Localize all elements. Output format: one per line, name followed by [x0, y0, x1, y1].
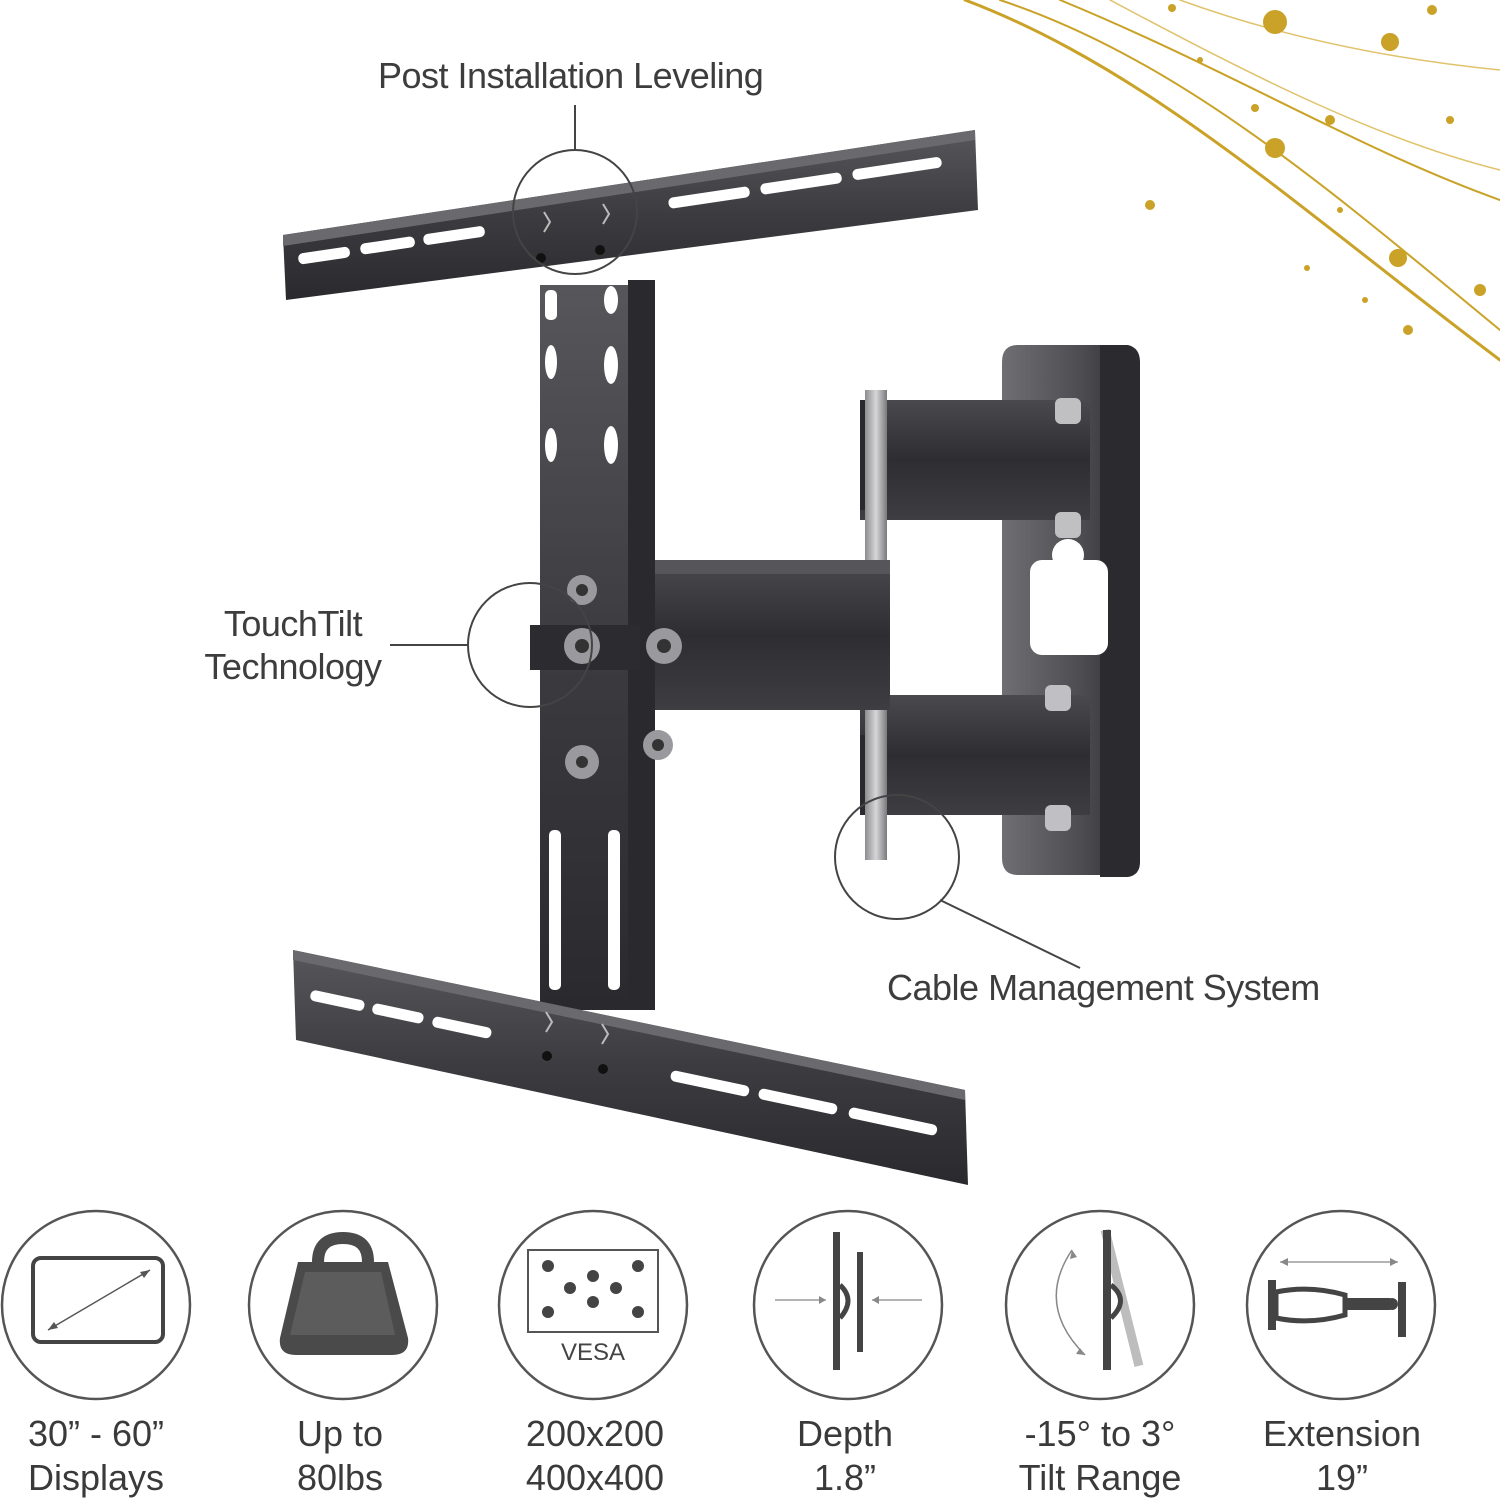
- spec-vesa-line2: 400x400: [525, 1457, 665, 1498]
- top-rail: [283, 130, 978, 300]
- spec-display-size-line2: Displays: [27, 1457, 165, 1498]
- callout-leveling-text: Post Installation Leveling: [378, 55, 764, 96]
- gold-swirl-decoration: [963, 0, 1500, 362]
- spec-depth: Depth 1.8”: [730, 1412, 960, 1500]
- callout-cable: Cable Management System: [887, 966, 1320, 1009]
- spec-tilt-range-line1: -15° to 3°: [1024, 1413, 1176, 1454]
- spec-extension-line2: 19”: [1315, 1457, 1369, 1498]
- callout-leveling: Post Installation Leveling: [378, 54, 764, 97]
- main-arm: [655, 560, 890, 710]
- callout-touchtilt: TouchTilt Technology: [198, 602, 388, 688]
- spec-icons: [0, 1209, 1437, 1401]
- gold-dots-decoration: [1145, 4, 1486, 335]
- spec-display-size-line1: 30” - 60”: [27, 1413, 165, 1454]
- callout-leveling-marker: [512, 105, 638, 275]
- extension-icon: [1268, 1258, 1406, 1337]
- vertical-uprights: [530, 280, 682, 1010]
- spec-weight: Up to 80lbs: [225, 1412, 455, 1500]
- callout-touchtilt-line2: Technology: [204, 646, 382, 688]
- spec-tilt-range-line2: Tilt Range: [1018, 1457, 1182, 1498]
- spec-extension: Extension 19”: [1227, 1412, 1457, 1500]
- spec-vesa-line1: 200x200: [525, 1413, 665, 1454]
- upper-arm: [860, 398, 1090, 538]
- vesa-icon: VESA: [527, 1249, 659, 1366]
- bottom-rail: [293, 950, 968, 1185]
- spec-display-size: 30” - 60” Displays: [0, 1412, 211, 1500]
- callout-cable-marker: [834, 794, 1081, 969]
- callout-touchtilt-marker: [390, 582, 593, 708]
- depth-icon: [775, 1232, 922, 1370]
- weight-icon: [279, 1231, 409, 1355]
- spec-weight-line2: 80lbs: [296, 1457, 384, 1498]
- spec-extension-line1: Extension: [1262, 1413, 1422, 1454]
- tilt-range-icon: [1055, 1228, 1144, 1370]
- spec-vesa: 200x200 400x400: [480, 1412, 710, 1500]
- spec-weight-line1: Up to: [296, 1413, 384, 1454]
- display-size-icon: [31, 1256, 165, 1344]
- spec-depth-line1: Depth: [796, 1413, 894, 1454]
- callout-cable-text: Cable Management System: [887, 967, 1320, 1008]
- lower-arm: [860, 685, 1090, 831]
- spec-depth-line2: 1.8”: [813, 1457, 877, 1498]
- callout-touchtilt-line1: TouchTilt: [223, 603, 363, 644]
- vesa-icon-text: VESA: [561, 1339, 625, 1366]
- spec-tilt-range: -15° to 3° Tilt Range: [985, 1412, 1215, 1500]
